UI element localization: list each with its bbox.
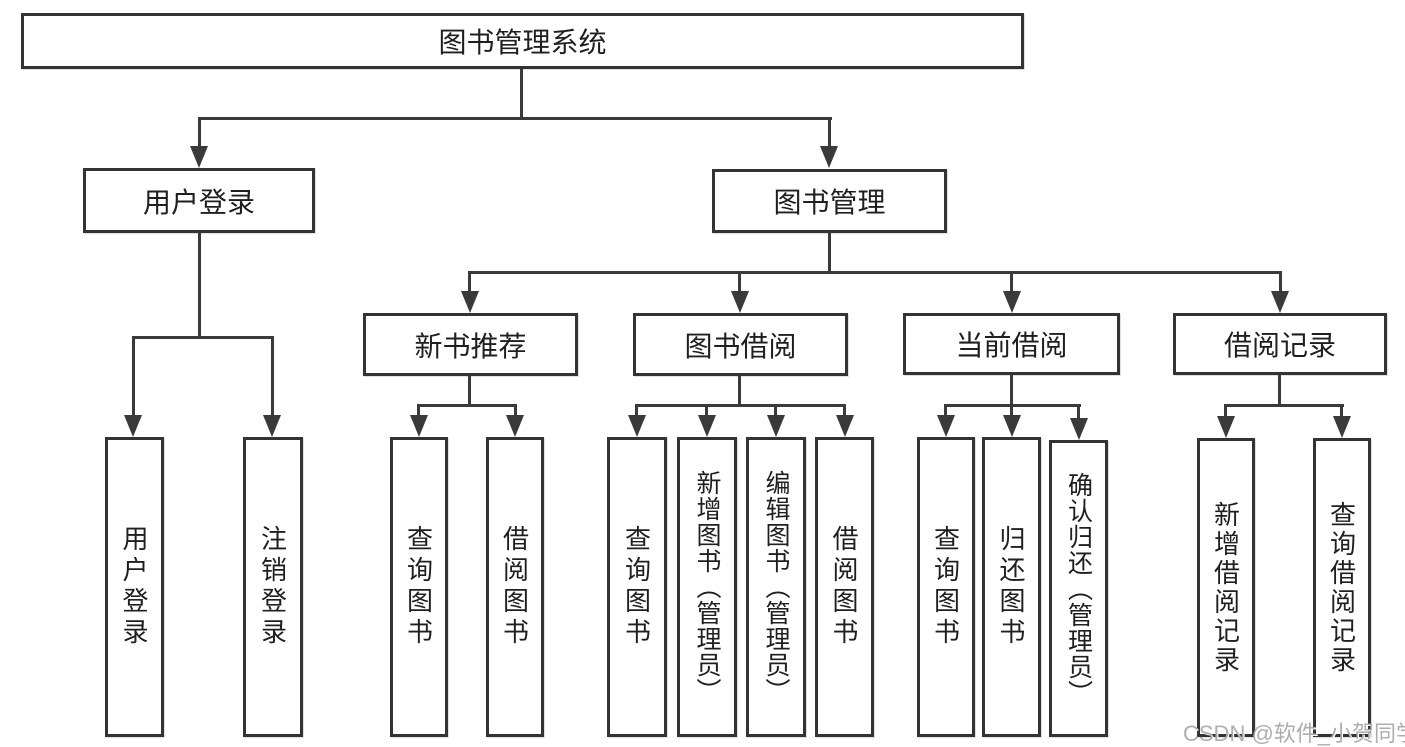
csdn-watermark: CSDN @软件_小贺同学 — [1183, 721, 1405, 746]
line-segment — [198, 117, 201, 151]
arrowhead-icon — [836, 415, 854, 437]
arrowhead-icon — [1271, 291, 1289, 313]
arrowhead-icon — [820, 146, 838, 168]
leaf-add-books-admin: 新增图书（管理员） — [677, 437, 737, 737]
arrowhead-icon — [767, 415, 785, 437]
arrowhead-icon — [1003, 415, 1021, 437]
line-segment — [1278, 375, 1281, 407]
leaf-user-login: 用户登录 — [105, 437, 164, 737]
line-segment — [468, 376, 471, 407]
leaf-query-books: 查询图书 — [917, 437, 975, 737]
line-segment — [828, 232, 831, 274]
arrowhead-icon — [731, 291, 749, 313]
arrowhead-icon — [1217, 416, 1235, 438]
line-segment — [468, 271, 1282, 274]
line-segment — [1077, 404, 1080, 421]
leaf-borrow-books: 借阅图书 — [815, 437, 874, 737]
leaf-confirm-return-admin: 确认归还（管理员） — [1049, 440, 1108, 737]
node-new-book-recommend: 新书推荐 — [363, 313, 578, 376]
node-current-borrow: 当前借阅 — [903, 313, 1120, 375]
line-segment — [520, 69, 523, 119]
arrowhead-icon — [461, 291, 479, 313]
line-segment — [1224, 404, 1227, 421]
arrowhead-icon — [190, 146, 208, 168]
line-segment — [271, 336, 274, 418]
leaf-query-borrow-record: 查询借阅记录 — [1313, 438, 1371, 737]
line-segment — [774, 404, 777, 421]
line-segment — [417, 404, 420, 421]
line-segment — [1010, 271, 1013, 297]
arrowhead-icon — [1003, 291, 1021, 313]
arrowhead-icon — [506, 415, 524, 437]
arrowhead-icon — [1070, 418, 1088, 440]
arrowhead-icon — [263, 415, 281, 437]
line-segment — [944, 404, 947, 421]
node-book-borrow: 图书借阅 — [633, 313, 848, 376]
node-library-management-system: 图书管理系统 — [21, 13, 1024, 69]
arrowhead-icon — [410, 415, 428, 437]
line-segment — [198, 232, 201, 339]
line-segment — [132, 336, 135, 418]
line-segment — [1010, 375, 1013, 407]
line-segment — [1010, 404, 1013, 421]
line-segment — [738, 376, 741, 407]
arrowhead-icon — [124, 415, 142, 437]
leaf-query-books: 查询图书 — [390, 437, 448, 737]
line-segment — [1279, 271, 1282, 297]
arrowhead-icon — [1333, 416, 1351, 438]
node-user-login: 用户登录 — [83, 168, 315, 233]
node-borrow-record: 借阅记录 — [1173, 313, 1387, 375]
line-segment — [468, 271, 471, 297]
line-segment — [843, 404, 846, 421]
arrowhead-icon — [937, 415, 955, 437]
line-segment — [198, 117, 832, 120]
arrowhead-icon — [628, 415, 646, 437]
line-segment — [705, 404, 708, 421]
line-segment — [635, 404, 638, 421]
node-book-management: 图书管理 — [712, 169, 947, 233]
line-segment — [417, 404, 517, 407]
leaf-return-books: 归还图书 — [982, 437, 1041, 737]
leaf-borrow-books: 借阅图书 — [486, 437, 544, 737]
leaf-query-books: 查询图书 — [607, 437, 667, 737]
line-segment — [828, 117, 831, 151]
leaf-add-borrow-record: 新增借阅记录 — [1197, 438, 1255, 737]
leaf-logout: 注销登录 — [243, 437, 303, 737]
leaf-edit-books-admin: 编辑图书（管理员） — [746, 437, 806, 737]
line-segment — [635, 404, 846, 407]
line-segment — [132, 336, 274, 339]
line-segment — [738, 271, 741, 297]
arrowhead-icon — [698, 415, 716, 437]
line-segment — [1224, 404, 1344, 407]
line-segment — [1340, 404, 1343, 421]
line-segment — [514, 404, 517, 421]
